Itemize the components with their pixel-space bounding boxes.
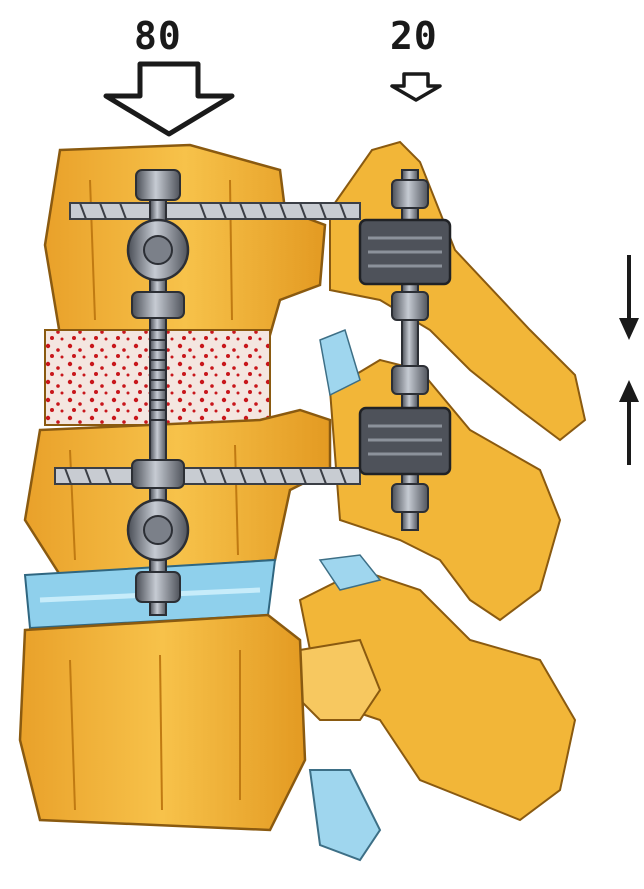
arrow-down-small-icon [392, 74, 440, 100]
screw-upper [70, 203, 360, 219]
arrow-down-large-icon [106, 64, 232, 134]
right-load-label: 20 [390, 14, 438, 58]
screw-lower [55, 468, 360, 484]
left-load-label: 80 [134, 14, 182, 58]
compression-arrow-up-icon [619, 380, 639, 465]
vertebral-body-lower [20, 615, 305, 830]
compression-arrow-down-icon [619, 255, 639, 340]
